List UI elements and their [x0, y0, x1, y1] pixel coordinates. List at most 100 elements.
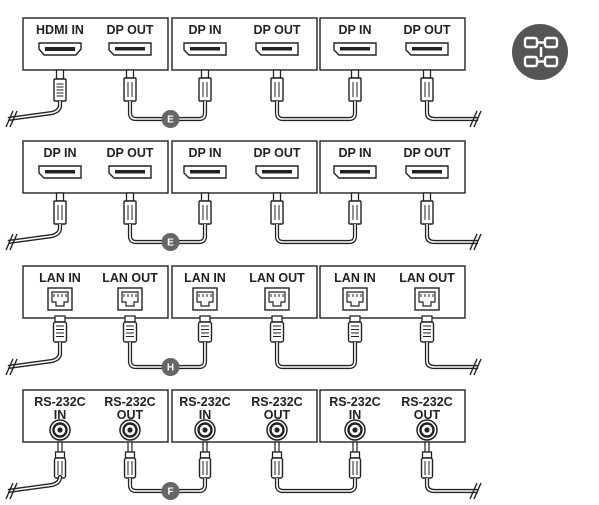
- connector-badge-letter: F: [167, 487, 173, 498]
- jack-plug: [53, 441, 67, 479]
- lan-plug-body: [269, 321, 285, 343]
- cable-outer: [7, 101, 63, 122]
- lan-plug-tip: [54, 315, 66, 323]
- dp-plug: [420, 192, 434, 225]
- port-label: HDMI IN: [36, 23, 84, 37]
- dp-plug-body: [348, 77, 362, 102]
- jack-plug-body: [270, 457, 284, 479]
- output-cable: [424, 342, 478, 370]
- jack-plug: [198, 441, 212, 479]
- cable-inner: [426, 224, 478, 243]
- dp-port-pins: [412, 47, 442, 51]
- dp-plug-tip: [422, 192, 432, 202]
- dp-plug-tip: [350, 192, 360, 202]
- cable-inner: [426, 478, 478, 492]
- cable-outer: [274, 342, 358, 370]
- dp-plug-body: [270, 77, 284, 102]
- dp-plug: [348, 69, 362, 102]
- lan-port: [192, 287, 218, 311]
- jack-plug-collar: [421, 451, 433, 459]
- lan-plug: [197, 315, 213, 343]
- lan-plug: [122, 315, 138, 343]
- dp-plug: [53, 192, 67, 225]
- dp-plug: [270, 69, 284, 102]
- cable-inner: [276, 101, 356, 120]
- dp-plug: [123, 69, 137, 102]
- dp-plug: [198, 69, 212, 102]
- lan-port: [117, 287, 143, 311]
- lan-plug-tip: [349, 315, 361, 323]
- dp-plug-body: [420, 200, 434, 225]
- port-label-line2: OUT: [264, 408, 291, 422]
- connector-badge: H: [161, 358, 180, 376]
- port-label: RS-232C: [329, 395, 380, 409]
- dp-port-pins: [115, 170, 145, 174]
- cable-inner: [276, 342, 356, 368]
- dp-port-pins: [190, 170, 220, 174]
- dp-plug-tip: [200, 192, 210, 202]
- dp-plug-tip: [272, 192, 282, 202]
- dp-port-pins: [340, 47, 370, 51]
- port-label: LAN IN: [184, 271, 226, 285]
- lan-port-socket: [268, 291, 286, 307]
- dp-port: [405, 165, 449, 179]
- dp-port-pins: [340, 170, 370, 174]
- cable-outer: [274, 224, 358, 245]
- cable-inner: [7, 224, 61, 243]
- lan-plug: [269, 315, 285, 343]
- cable-break-mark: [469, 358, 482, 376]
- lan-port-socket: [196, 291, 214, 307]
- cable-outer: [424, 224, 478, 245]
- input-cable: [7, 342, 63, 370]
- cable-outer: [424, 478, 478, 494]
- jack-port: [266, 419, 288, 441]
- lan-plug-body: [52, 321, 68, 343]
- port-label: DP OUT: [404, 146, 451, 160]
- jack-plug-tip: [202, 441, 208, 453]
- dp-plug-body: [348, 200, 362, 225]
- connector-badge-letter: E: [167, 115, 174, 126]
- output-cable: [424, 101, 478, 122]
- jack-port-center: [202, 427, 208, 433]
- dp-port: [333, 165, 377, 179]
- connector-badge: E: [161, 233, 180, 251]
- cable-outer: [274, 101, 358, 122]
- port-label: DP IN: [43, 146, 76, 160]
- port-label: LAN OUT: [249, 271, 305, 285]
- output-cable: [424, 224, 478, 245]
- jack-port: [344, 419, 366, 441]
- dp-plug: [270, 192, 284, 225]
- dp-port: [108, 42, 152, 56]
- link-cable: [274, 342, 358, 370]
- input-cable: [7, 474, 63, 494]
- cable-inner: [426, 101, 478, 120]
- cable-break-mark: [5, 233, 18, 251]
- lan-plug-body: [419, 321, 435, 343]
- dp-plug-tip: [350, 69, 360, 79]
- cable-inner: [276, 224, 356, 243]
- jack-plug-body: [123, 457, 137, 479]
- lan-plug: [52, 315, 68, 343]
- dp-plug-tip: [422, 69, 432, 79]
- dp-port-pins: [412, 170, 442, 174]
- jack-plug-collar: [349, 451, 361, 459]
- jack-plug: [123, 441, 137, 479]
- dp-plug-tip: [125, 69, 135, 79]
- connector-badge: F: [161, 482, 180, 500]
- input-cable: [7, 101, 63, 122]
- jack-plug-body: [198, 457, 212, 479]
- dp-port: [38, 165, 82, 179]
- jack-port: [194, 419, 216, 441]
- cable-break-mark: [469, 110, 482, 128]
- dp-plug-body: [270, 200, 284, 225]
